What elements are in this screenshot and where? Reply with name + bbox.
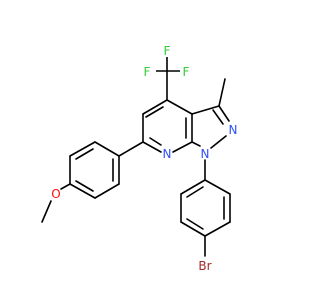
molecule-canvas: F F F N N N O Br	[41, 43, 237, 273]
bond-c3-methyl	[218, 78, 226, 107]
bond-ring-o	[60, 183, 71, 190]
bond-br-ring-4-double	[186, 218, 204, 230]
bond-meo-ring-5	[69, 141, 96, 157]
nitrogen-pyridine: N	[163, 147, 172, 161]
bond-c4-c4a	[166, 99, 193, 115]
bond-n7-c7a	[172, 141, 193, 153]
fluorine-top: F	[164, 44, 171, 58]
oxygen-methoxy: O	[51, 187, 60, 201]
bond-br-ring-1	[204, 179, 231, 195]
bond-meo-ring-5-double	[75, 148, 94, 160]
bond-o-methyl	[41, 200, 52, 223]
bond-c4-c5-double	[145, 106, 164, 118]
bromine: Br	[198, 259, 211, 273]
atom-labels: F F F N N N O Br	[51, 43, 237, 273]
bond-meo-ring-3-double	[75, 180, 94, 192]
nitrogen-pyrazole-lower: N	[201, 147, 210, 161]
bond-c6-aryl	[118, 141, 144, 157]
bonds	[41, 54, 231, 257]
bond-c4a-c3	[191, 105, 220, 115]
nitrogen-pyrazole-upper: N	[229, 123, 238, 137]
bond-c6-n7-double	[149, 137, 162, 146]
bond-br-ring-3	[204, 221, 231, 237]
structure-drawing: F F F N N N O Br	[41, 43, 237, 273]
bond-meo-ring-6	[94, 141, 120, 157]
bond-meo-ring-2	[94, 183, 120, 199]
bond-br-ring-4	[180, 221, 206, 237]
bond-c4-c5	[142, 99, 168, 115]
bond-c3-n2-double	[212, 109, 224, 125]
bond-n1-c7a	[191, 141, 201, 147]
fluorine-right: F	[183, 65, 190, 79]
bond-meo-ring-3	[69, 183, 96, 199]
bond-n2-n1	[210, 135, 227, 149]
bond-c3-n2	[218, 105, 230, 122]
bond-br-ring-6-double	[186, 186, 204, 198]
fluorine-left: F	[144, 65, 151, 79]
bond-c6-n7	[142, 141, 162, 153]
bond-br-ring-6	[180, 179, 206, 195]
